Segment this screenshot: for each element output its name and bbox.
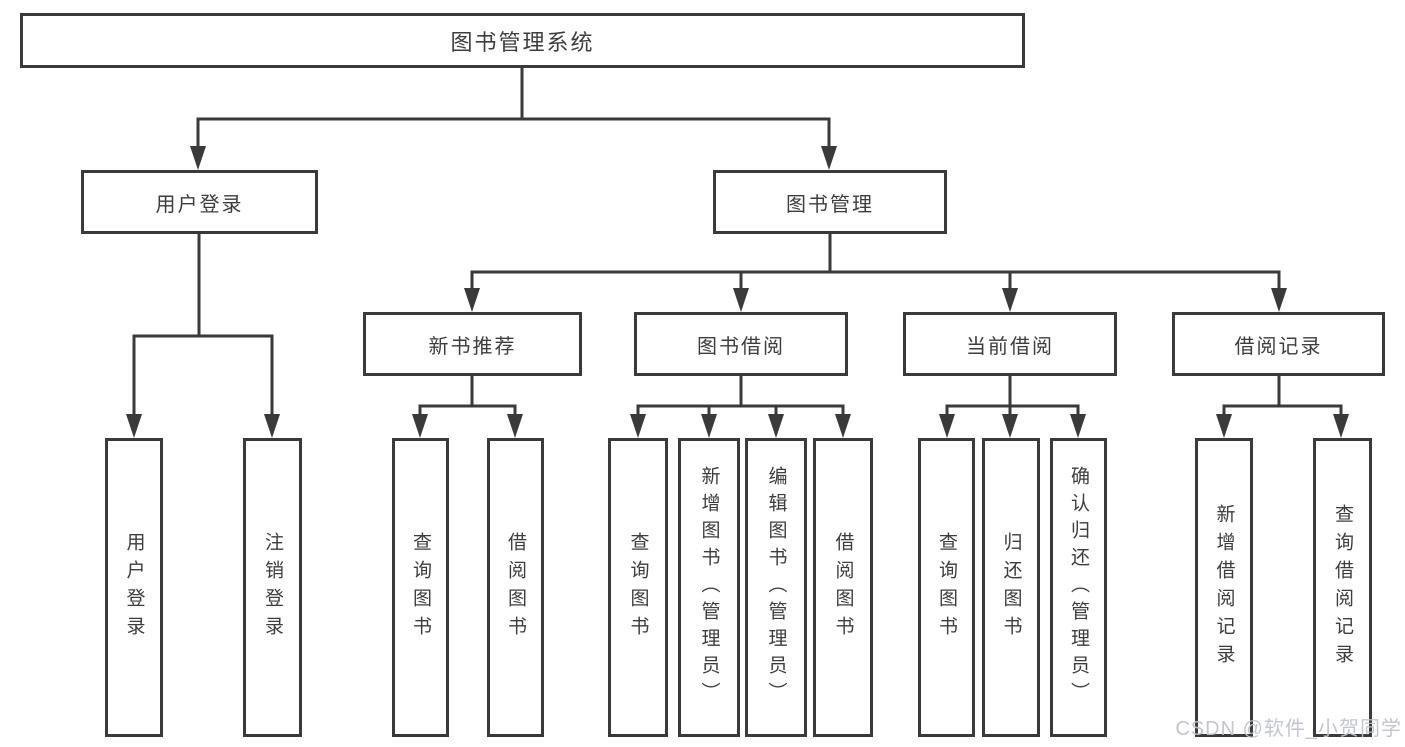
leaf-nb-borrow-books-label: 借阅图书 (505, 531, 526, 644)
leaf-bb-query-books: 查询图书 (608, 438, 668, 737)
leaf-cb-confirm-return-admin-label: 确认归还（管理员） (1068, 466, 1089, 709)
leaf-br-add-record-label: 新增借阅记录 (1213, 503, 1235, 672)
leaf-nb-query-books: 查询图书 (392, 438, 449, 737)
node-borrow-records: 借阅记录 (1172, 312, 1385, 376)
leaf-bb-borrow-books: 借阅图书 (813, 438, 873, 737)
leaf-br-query-record-label: 查询借阅记录 (1332, 503, 1353, 672)
node-new-book-recommend: 新书推荐 (363, 312, 582, 376)
leaf-bb-edit-books-admin: 编辑图书（管理员） (745, 438, 807, 737)
node-current-borrow: 当前借阅 (903, 312, 1117, 376)
leaf-nb-query-books-label: 查询图书 (410, 531, 431, 644)
leaf-bb-add-books-admin-label: 新增图书（管理员） (698, 466, 720, 709)
leaf-logout-login: 注销登录 (243, 438, 302, 737)
arrowheads (126, 146, 1349, 438)
leaf-cb-return-books: 归还图书 (982, 438, 1040, 737)
leaf-br-add-record: 新增借阅记录 (1195, 438, 1253, 737)
leaf-br-query-record: 查询借阅记录 (1313, 438, 1372, 737)
leaf-user-login: 用户登录 (105, 438, 163, 737)
node-root: 图书管理系统 (20, 13, 1025, 68)
node-user-login: 用户登录 (81, 170, 318, 234)
leaf-cb-query-books-label: 查询图书 (936, 531, 957, 644)
node-book-management: 图书管理 (713, 170, 947, 234)
node-book-borrow: 图书借阅 (634, 312, 848, 376)
watermark: CSDN @软件_小贺同学 (1175, 718, 1402, 740)
leaf-bb-borrow-books-label: 借阅图书 (832, 531, 854, 644)
leaf-bb-query-books-label: 查询图书 (627, 531, 649, 644)
leaf-logout-login-label: 注销登录 (262, 531, 283, 644)
leaf-bb-edit-books-admin-label: 编辑图书（管理员） (765, 466, 787, 709)
leaf-bb-add-books-admin: 新增图书（管理员） (678, 438, 740, 737)
leaf-cb-return-books-label: 归还图书 (1000, 531, 1022, 644)
leaf-user-login-label: 用户登录 (123, 531, 145, 644)
leaf-cb-query-books: 查询图书 (918, 438, 975, 737)
leaf-nb-borrow-books: 借阅图书 (487, 438, 544, 737)
leaf-cb-confirm-return-admin: 确认归还（管理员） (1050, 438, 1107, 737)
